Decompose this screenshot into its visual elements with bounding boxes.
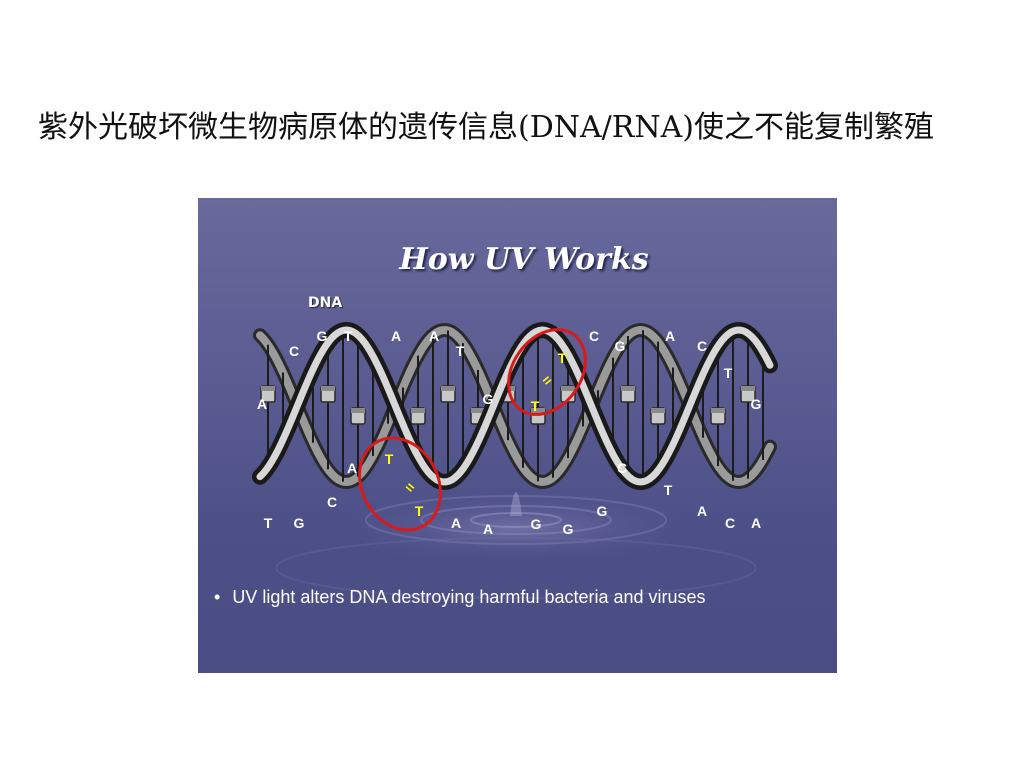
bullet-text: • UV light alters DNA destroying harmful … [214,587,706,608]
dimer-circle [507,328,587,416]
base-letter-a: A [257,396,267,412]
base-letter-g: G [531,516,542,532]
back-strand-face [256,325,774,487]
base-letter-a: A [451,515,461,531]
base-letter-c: C [617,460,627,476]
base-block-top [531,408,545,413]
base-block-top [321,386,335,391]
base-letter-g: G [597,503,608,519]
dna-label: DNA [308,295,343,311]
thymine-dimers: T=TT=T [358,328,587,532]
base-block-top [351,408,365,413]
base-letter-c: C [697,338,707,354]
dimer-top-letter: T [558,350,567,366]
dimer-bond: = [402,478,419,496]
base-letter-c: C [725,515,735,531]
dimer-circle [358,436,442,532]
base-block-top [471,408,485,413]
base-letter-a: A [483,521,493,537]
base-letter-t: T [664,482,673,498]
figure-title: How UV Works [399,242,649,277]
base-block-top [411,408,425,413]
dimer-bottom-letter: T [415,503,424,519]
base-block-top [261,386,275,391]
base-letter-a: A [429,328,439,344]
slide-heading: 紫外光破坏微生物病原体的遗传信息(DNA/RNA)使之不能复制繁殖 [38,110,934,145]
base-letter-a: A [665,328,675,344]
base-letter-a: A [391,328,401,344]
base-letter-a: A [697,503,707,519]
base-letter-g: G [751,396,762,412]
base-block-top [561,386,575,391]
base-letter-g: G [563,521,574,537]
base-letter-c: C [589,328,599,344]
helix-back-strand [253,322,777,490]
base-letter-g: G [317,328,328,344]
base-letter-g: G [294,515,305,531]
base-letter-c: C [327,494,337,510]
base-letter-t: T [344,328,353,344]
base-block-top [651,408,665,413]
water-ripple-background [275,490,757,599]
base-block-top [741,386,755,391]
dimer-top-letter: T [385,451,394,467]
base-letter-a: A [347,460,357,476]
base-letter-t: T [456,343,465,359]
base-letter-c: C [289,343,299,359]
bullet-dot-icon: • [214,587,221,607]
base-letter-g: G [615,338,626,354]
bullet-text-content: UV light alters DNA destroying harmful b… [232,587,706,607]
base-block-top [711,408,725,413]
dimer-bottom-letter: T [531,398,540,414]
base-letter-g: G [483,391,494,407]
base-letter-t: T [264,515,273,531]
base-letter-a: A [751,515,761,531]
base-block-top [621,386,635,391]
base-letter-t: T [724,365,733,381]
base-block-top [441,386,455,391]
